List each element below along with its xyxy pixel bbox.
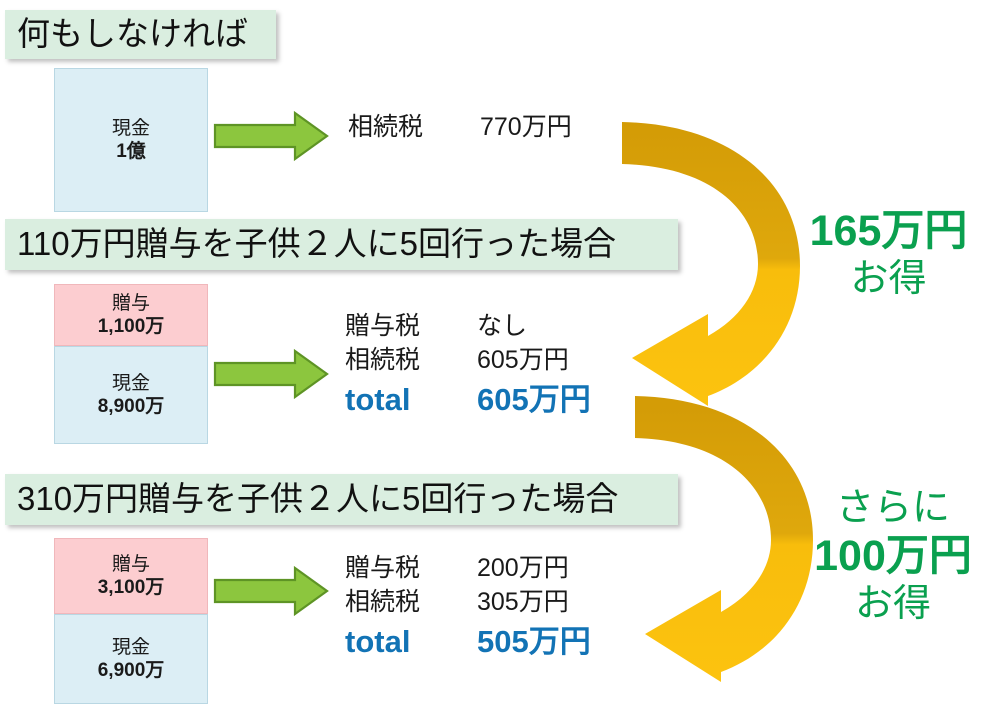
asset-box-amount-1-0: 1,100万 [97, 316, 165, 337]
asset-box-gift-2: 贈与 3,100万 [54, 538, 208, 614]
tax-total-label-1: total [345, 381, 411, 417]
right-arrow-icon [213, 110, 329, 162]
asset-box-amount-2-1: 6,900万 [97, 660, 165, 681]
asset-box-label-0-0: 現金 [111, 117, 150, 139]
curved-arrow-icon [622, 122, 800, 406]
asset-box-amount-2-0: 3,100万 [97, 577, 165, 598]
tax-line-1-0: 贈与税 なし [345, 310, 591, 344]
asset-box-label-2-1: 現金 [111, 636, 150, 658]
tax-line-value-1-0: なし [477, 312, 528, 340]
section-banner-1: 110万円贈与を子供２人に5回行った場合 [5, 219, 678, 270]
section-banner-label-0: 何もしなければ [17, 15, 248, 52]
asset-box-label-1-0: 贈与 [111, 292, 150, 314]
asset-box-label-1-1: 現金 [111, 372, 150, 394]
tax-line-value-2-0: 200万円 [477, 554, 569, 582]
section-banner-label-1: 110万円贈与を子供２人に5回行った場合 [17, 225, 616, 262]
savings-amount-0: 165万円 [809, 207, 968, 255]
asset-box-amount-1-1: 8,900万 [97, 396, 165, 417]
section-banner-0: 何もしなければ [5, 10, 276, 59]
tax-summary-1: 贈与税 なし 相続税 605万円 total 605万円 [345, 310, 591, 420]
tax-summary-0: 相続税 770万円 [348, 111, 572, 145]
asset-box-gift-1: 贈与 1,100万 [54, 284, 208, 346]
right-arrow-icon [213, 565, 329, 617]
asset-box-cash-2: 現金 6,900万 [54, 614, 208, 704]
tax-line-label-2-1: 相続税 [345, 587, 421, 616]
tax-line-label-0-0: 相続税 [348, 113, 424, 141]
asset-box-cash-1: 現金 8,900万 [54, 346, 208, 444]
tax-line-0-0: 相続税 770万円 [348, 111, 572, 145]
section-banner-2: 310万円贈与を子供２人に5回行った場合 [5, 474, 678, 525]
savings-suffix-1: お得 [854, 582, 931, 625]
tax-line-label-2-0: 贈与税 [345, 554, 421, 582]
tax-line-2-1: 相続税 305万円 [345, 586, 591, 620]
tax-line-value-1-1: 605万円 [477, 345, 569, 374]
savings-suffix-0: お得 [850, 257, 927, 300]
savings-callout-0: 165万円 お得 [786, 206, 991, 302]
asset-box-cash-0: 現金 1億 [54, 68, 208, 212]
savings-callout-1: さらに 100万円 お得 [800, 486, 986, 626]
tax-total-label-2: total [345, 623, 411, 659]
tax-total-1: total 605万円 [345, 380, 591, 420]
savings-prefix-1: さらに [835, 487, 950, 529]
tax-line-value-0-0: 770万円 [480, 113, 572, 141]
savings-amount-1: 100万円 [814, 531, 972, 580]
tax-line-label-1-1: 相続税 [345, 345, 421, 374]
tax-total-value-1: 605万円 [477, 381, 591, 417]
asset-box-label-2-0: 贈与 [111, 553, 150, 575]
right-arrow-icon [213, 348, 329, 400]
tax-line-2-0: 贈与税 200万円 [345, 552, 591, 586]
asset-box-amount-0-0: 1億 [116, 141, 146, 162]
tax-line-value-2-1: 305万円 [477, 587, 569, 616]
section-banner-label-2: 310万円贈与を子供２人に5回行った場合 [17, 480, 619, 517]
tax-line-label-1-0: 贈与税 [345, 312, 421, 340]
tax-line-1-1: 相続税 605万円 [345, 344, 591, 378]
tax-total-value-2: 505万円 [477, 623, 591, 659]
tax-summary-2: 贈与税 200万円 相続税 305万円 total 505万円 [345, 552, 591, 662]
tax-total-2: total 505万円 [345, 622, 591, 662]
curved-arrow-icon [635, 396, 813, 682]
